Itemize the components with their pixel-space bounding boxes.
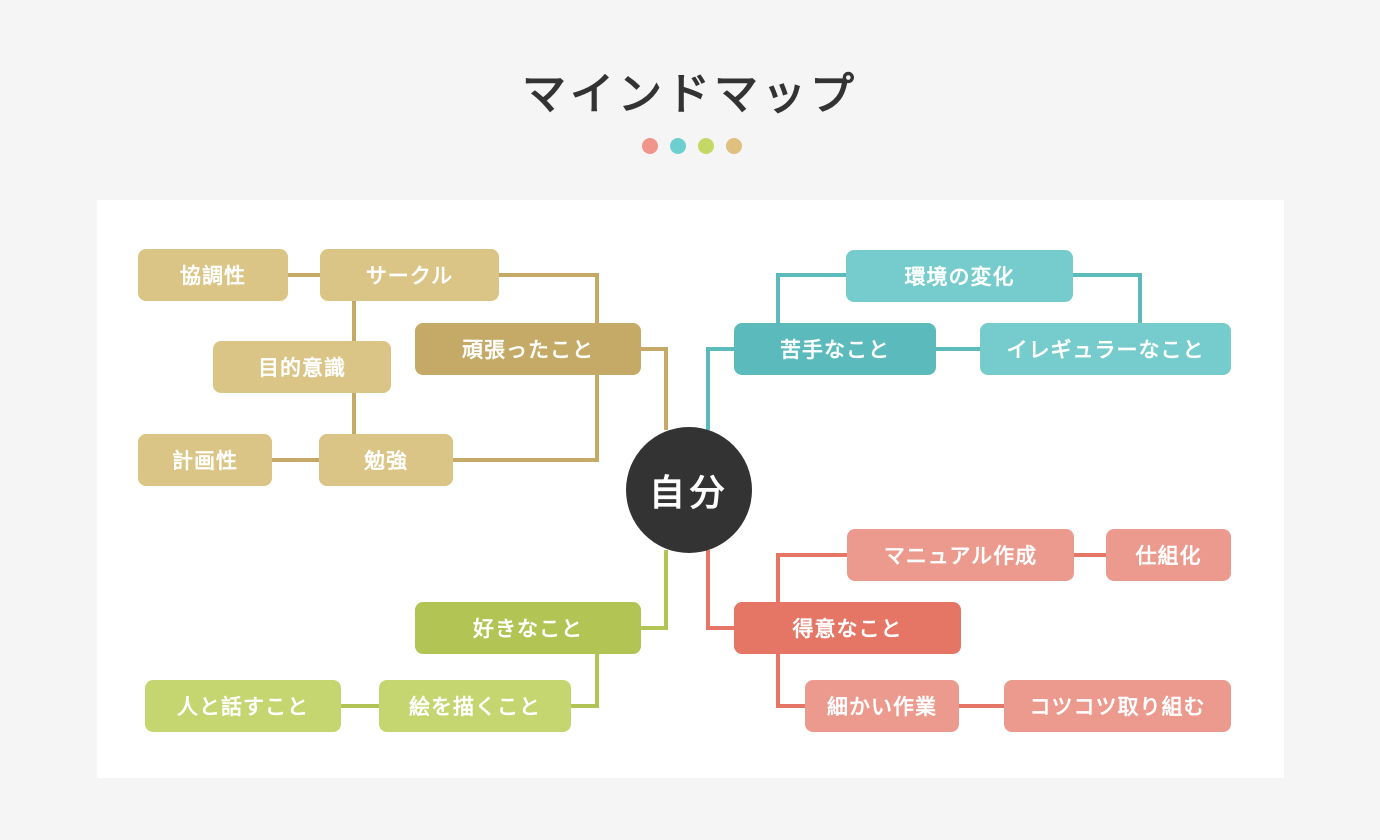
node-change: 環境の変化 — [846, 250, 1073, 302]
node-planning: 計画性 — [138, 434, 272, 486]
node-purpose: 目的意識 — [213, 341, 391, 393]
link-good-manual — [776, 553, 848, 602]
link-center-good — [706, 550, 735, 630]
node-weak: 苦手なこと — [734, 323, 936, 375]
link-good-detail — [776, 654, 806, 708]
page-title: マインドマップ — [522, 69, 858, 120]
node-talking: 人と話すこと — [145, 680, 341, 732]
teal-dot — [670, 138, 686, 154]
node-like: 好きなこと — [415, 602, 641, 654]
node-good: 得意なこと — [734, 602, 961, 654]
title-dots — [640, 138, 742, 154]
node-irregular: イレギュラーなこと — [980, 323, 1231, 375]
pink-dot — [642, 138, 658, 154]
center-node: 自分 — [626, 427, 752, 553]
link-center-weak — [706, 347, 735, 430]
node-effort: 頑張ったこと — [415, 323, 641, 375]
node-circle: サークル — [320, 249, 499, 301]
link-center-effort — [640, 347, 668, 430]
link-center-like — [640, 550, 668, 630]
node-detail: 細かい作業 — [805, 680, 959, 732]
link-like-drawing — [570, 654, 599, 708]
node-drawing: 絵を描くこと — [379, 680, 571, 732]
node-steady: コツコツ取り組む — [1004, 680, 1231, 732]
gold-dot — [726, 138, 742, 154]
node-manual: マニュアル作成 — [847, 529, 1074, 581]
node-systemize: 仕組化 — [1106, 529, 1231, 581]
green-dot — [698, 138, 714, 154]
node-cooperation: 協調性 — [138, 249, 288, 301]
node-study: 勉強 — [319, 434, 453, 486]
